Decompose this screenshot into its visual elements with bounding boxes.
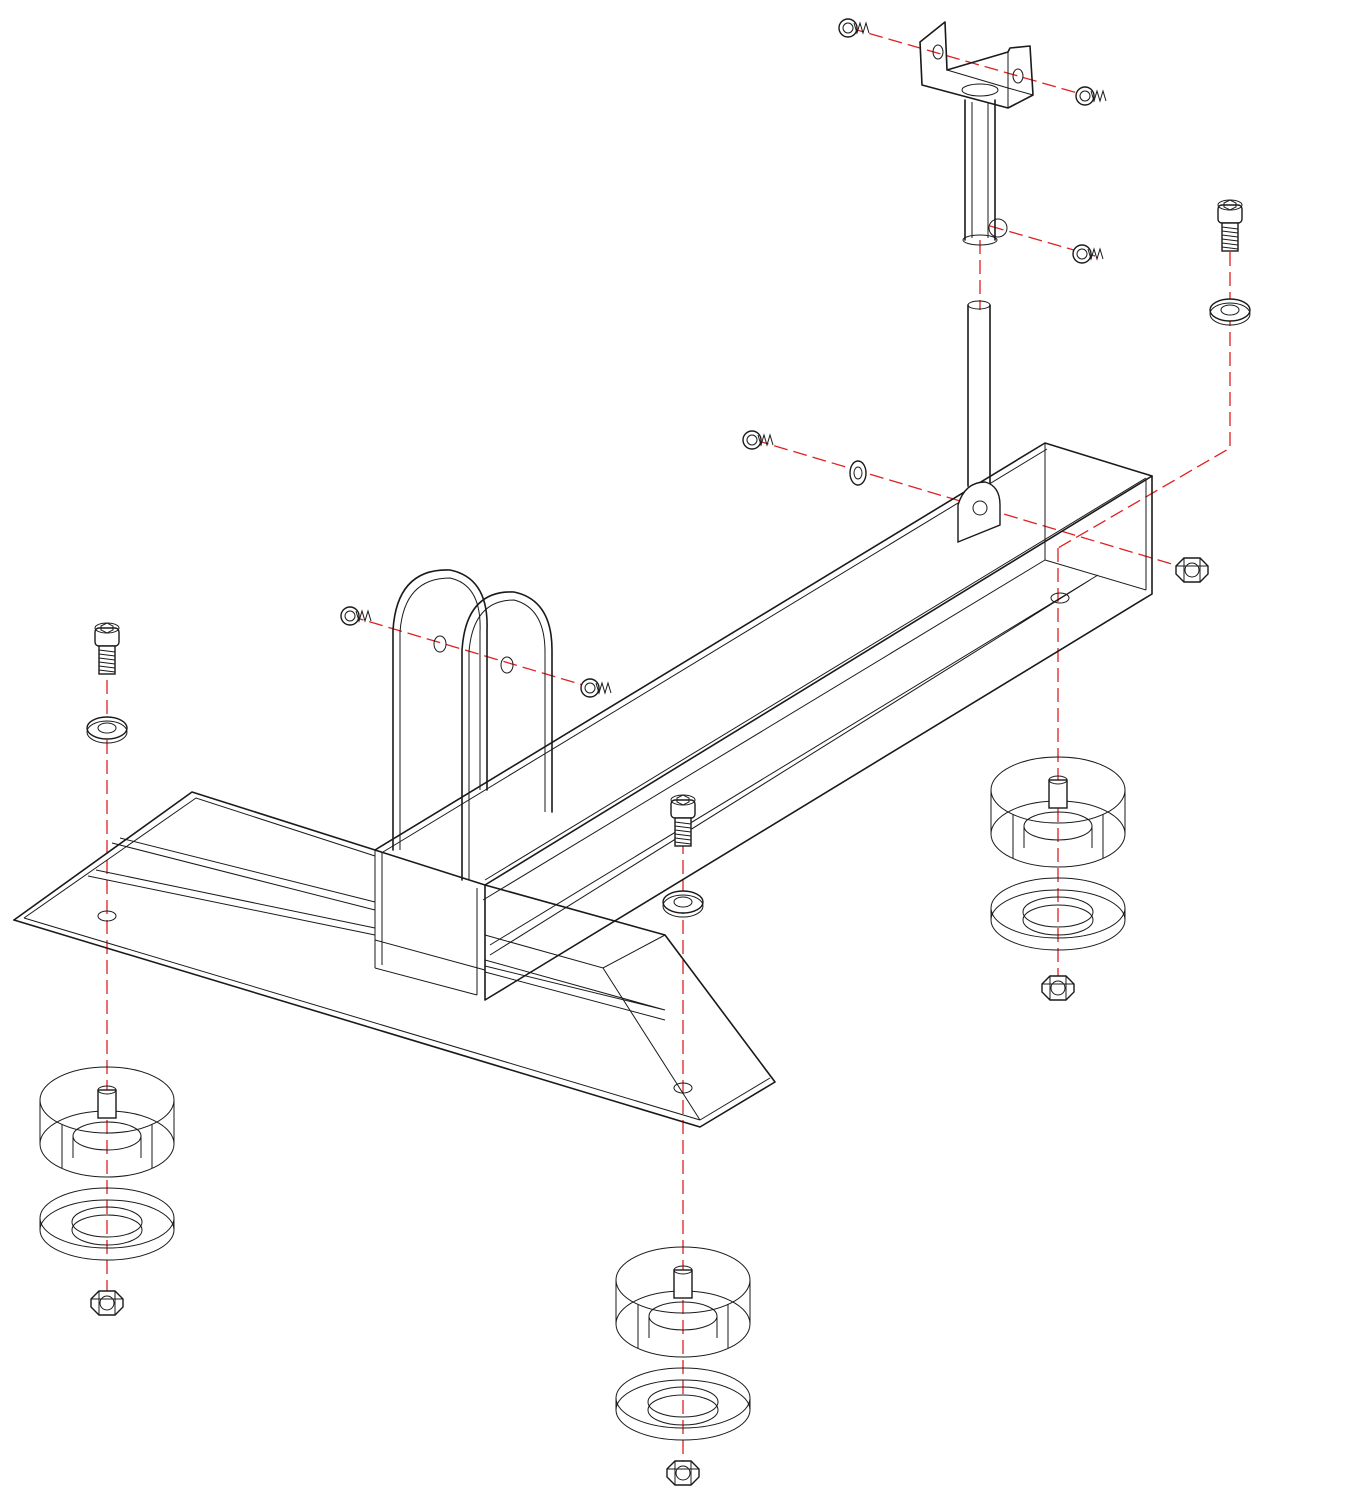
hex-nut-right	[1041, 975, 1075, 1001]
fasteners	[86, 18, 1251, 1486]
washer-arm	[849, 460, 867, 486]
base-frame-arm	[374, 442, 1153, 1001]
spring-screw-bracket-left	[838, 18, 870, 38]
centerlines	[106, 27, 1231, 1470]
vertical-rod	[957, 300, 1001, 544]
hex-nut-arm	[1175, 557, 1209, 583]
u-bracket	[919, 21, 1034, 246]
spring-screw-stem	[1072, 244, 1104, 264]
cap-screw-left	[94, 622, 120, 675]
base-frame-crossbar	[13, 791, 776, 1128]
spring-screw-bracket-right	[1075, 86, 1107, 106]
hex-nut-center	[666, 1460, 700, 1486]
washer-center	[662, 890, 704, 918]
washer-right	[1209, 298, 1251, 326]
twin-arch-hoops	[392, 569, 553, 881]
hex-nut-left	[90, 1290, 124, 1316]
spring-screw-hoop-right	[580, 678, 612, 698]
caster-wheels	[39, 756, 1126, 1441]
washer-left	[86, 716, 128, 744]
cap-screw-right	[1217, 199, 1243, 252]
spring-screw-hoop-left	[340, 606, 372, 626]
cap-screw-center	[670, 794, 696, 847]
spring-screw-arm	[742, 430, 774, 450]
